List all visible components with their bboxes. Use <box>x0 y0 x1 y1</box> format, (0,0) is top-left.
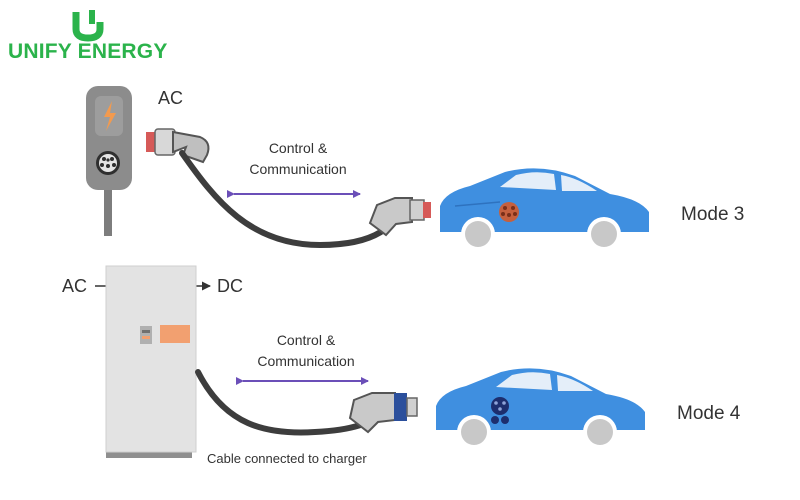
mode3-control-line1: Control & <box>268 140 328 156</box>
wallbox-plug <box>146 128 210 164</box>
mode3-vehicle-plug <box>368 197 431 237</box>
mode3-ac-label: AC <box>158 88 184 108</box>
cable-caption: Cable connected to charger <box>207 451 367 466</box>
brand-logo-icon <box>72 10 104 42</box>
electric-car-mode4 <box>436 368 645 449</box>
ac-socket-icon <box>96 151 120 175</box>
type2-inlet-icon <box>499 202 519 222</box>
mode4-ac-label: AC <box>62 276 88 296</box>
mode4-dc-label: DC <box>217 276 243 296</box>
mode4-control-communication-label: Control & Communication <box>236 330 376 372</box>
mode4-vehicle-plug <box>348 392 418 434</box>
lightning-icon <box>104 101 116 131</box>
mode3-control-communication-label: Control & Communication <box>228 138 368 180</box>
dc-charging-station <box>105 265 197 458</box>
mode4-control-line2: Communication <box>257 353 355 369</box>
charger-card-reader <box>140 326 152 344</box>
mode3-control-line2: Communication <box>249 161 347 177</box>
charger-display <box>160 325 190 343</box>
mode4-control-line1: Control & <box>276 332 336 348</box>
mode4-label: Mode 4 <box>677 403 741 424</box>
wallbox-charger <box>86 86 132 236</box>
electric-car-mode3 <box>440 168 649 251</box>
brand-name: UNIFY ENERGY <box>8 40 168 63</box>
mode3-label: Mode 3 <box>681 204 745 225</box>
ccs-inlet-icon <box>491 397 509 424</box>
